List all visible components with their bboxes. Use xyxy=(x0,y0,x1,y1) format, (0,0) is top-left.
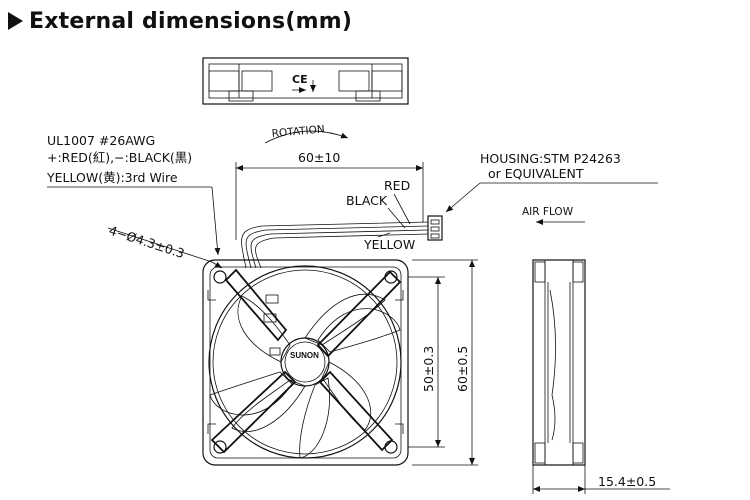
housing-line1: HOUSING:STM P24263 xyxy=(480,151,621,166)
frame-size-label: 60±0.5 xyxy=(455,346,470,392)
housing-line2: or EQUIVALENT xyxy=(488,166,584,181)
top-view: CE xyxy=(202,57,409,105)
mount-hole xyxy=(213,440,227,454)
front-view: SUNON xyxy=(202,259,409,466)
airflow-label: AIR FLOW xyxy=(522,206,574,218)
wire-harness xyxy=(241,221,429,269)
section-header: External dimensions(mm) xyxy=(8,6,352,36)
svg-text:CE: CE xyxy=(292,73,308,86)
side-view xyxy=(532,259,586,466)
fan-blades xyxy=(209,293,401,459)
mount-hole xyxy=(213,270,227,284)
triangle-bullet-icon xyxy=(8,12,23,30)
ce-mark-icon: CE xyxy=(292,73,316,93)
rotation-label: ROTATION xyxy=(271,123,325,140)
wire-spec-label: UL1007 #26AWG xyxy=(47,133,155,148)
rotation-arrow xyxy=(264,130,349,144)
red-wire-label: RED xyxy=(384,178,410,193)
wire-third-label: YELLOW(黄):3rd Wire xyxy=(46,170,178,185)
fan-hub xyxy=(280,337,330,387)
wire-polarity-label: +:RED(紅),−:BLACK(黒) xyxy=(47,150,192,165)
yellow-wire-label: YELLOW xyxy=(363,237,415,252)
frame-struts xyxy=(210,268,402,454)
brand-label: SUNON xyxy=(290,351,319,360)
hole-pitch-label: 50±0.3 xyxy=(421,346,436,392)
black-wire-label: BLACK xyxy=(346,193,388,208)
section-title: External dimensions(mm) xyxy=(29,8,353,34)
connector-housing xyxy=(427,215,443,241)
lead-length-label: 60±10 xyxy=(298,150,340,165)
thickness-label: 15.4±0.5 xyxy=(598,474,656,489)
mount-hole xyxy=(384,440,398,454)
hole-spec-label: 4−Ø4.3±0.3 xyxy=(107,223,186,262)
wire-leader xyxy=(211,186,221,256)
